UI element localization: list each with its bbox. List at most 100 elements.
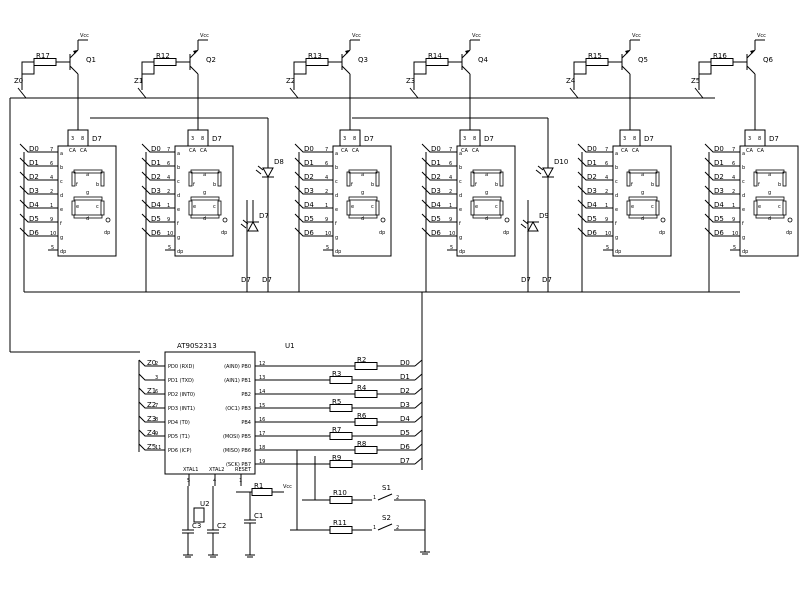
- switch-lever: [377, 493, 393, 501]
- pin-letter: b: [615, 165, 618, 171]
- segment-wire: [577, 171, 613, 181]
- resistor-label: R2: [357, 356, 366, 364]
- mcu-net-label: Z1: [147, 387, 156, 395]
- pin-number: 1: [605, 203, 608, 209]
- mcu-pin-number: 12: [259, 361, 265, 367]
- pin-letter: dp: [177, 249, 183, 255]
- mcu-pin-name: (MISO) PB6: [223, 448, 251, 454]
- pin-letter: e: [459, 207, 462, 213]
- mcu-pin-number: 17: [259, 431, 265, 437]
- data-resistor: [329, 432, 353, 440]
- data-resistor: [329, 460, 353, 468]
- d-line-label: D4: [304, 201, 314, 209]
- seven-segment-display: [456, 145, 516, 257]
- pin-letter: f: [459, 221, 461, 227]
- pin-letter: dp: [60, 249, 66, 255]
- segment-wire: [19, 143, 58, 153]
- decimal-point: [105, 217, 111, 223]
- segment-letter: a: [768, 172, 771, 178]
- pin-number: 6: [732, 161, 735, 167]
- mcu-pin-number: 18: [259, 445, 265, 451]
- segment: [782, 200, 787, 216]
- segment-letter: b: [778, 182, 781, 188]
- transistor-collector: [621, 65, 631, 75]
- data-resistor: [354, 362, 378, 370]
- mcu-pin-number: 13: [259, 375, 265, 381]
- pin-number: 1: [325, 203, 328, 209]
- d-line-label: D4: [714, 201, 724, 209]
- com-pin-number: 3: [343, 136, 346, 142]
- pin-letter: e: [335, 207, 338, 213]
- segment-letter: b: [371, 182, 374, 188]
- segment: [348, 169, 378, 174]
- seven-segment-display: [57, 145, 117, 257]
- mcu-wire: [138, 443, 165, 451]
- pin-number: 6: [449, 161, 452, 167]
- mcu-pin-name: (AIN0) PB0: [224, 364, 251, 370]
- pin-letter: f: [60, 221, 62, 227]
- pin-letter: d: [177, 193, 180, 199]
- segment-wire: [294, 213, 333, 223]
- base-wire: [413, 61, 426, 90]
- segment-wire: [577, 143, 613, 153]
- pin-letter: b: [742, 165, 745, 171]
- segment: [628, 169, 658, 174]
- transistor-label: Q4: [478, 56, 489, 64]
- segment-wire: [704, 213, 740, 223]
- segment-wire: [141, 157, 175, 167]
- common-anode-pins: [619, 129, 641, 147]
- segment: [470, 200, 475, 216]
- mcu-pin-name: (AIN1) PB1: [224, 378, 251, 384]
- segment: [626, 171, 631, 187]
- segment-letter: b: [495, 182, 498, 188]
- resistor-label: R16: [713, 52, 727, 60]
- data-net-label: D5: [400, 429, 410, 437]
- data-resistor: [354, 446, 378, 454]
- pin-number: 6: [50, 161, 53, 167]
- segment-letter: f: [76, 182, 78, 188]
- segment-wire: [294, 227, 333, 237]
- com-label: CA: [189, 148, 196, 154]
- switch-pin: 2: [396, 495, 399, 501]
- led-arrow: [257, 165, 264, 171]
- data-net-label: D0: [400, 359, 410, 367]
- pin-letter: g: [742, 235, 745, 241]
- d7-label: D7: [92, 135, 102, 143]
- mcu-net-label: Z0: [147, 359, 156, 367]
- crystal-label: U2: [200, 500, 210, 508]
- segment-letter: c: [213, 204, 216, 210]
- pin-number: 4: [325, 175, 328, 181]
- pin-number: 5: [326, 245, 329, 251]
- com-label: CA: [200, 148, 207, 154]
- z-net-label: Z5: [691, 77, 700, 85]
- segment-letter: b: [651, 182, 654, 188]
- base-wire: [698, 62, 712, 90]
- pin-letter: b: [459, 165, 462, 171]
- segment: [755, 196, 785, 201]
- segment: [346, 200, 351, 216]
- pin-number: 2: [50, 189, 53, 195]
- transistor-collector: [69, 65, 79, 75]
- d-line-label: D4: [151, 201, 161, 209]
- d7-label: D7: [644, 135, 654, 143]
- segment-letter: a: [485, 172, 488, 178]
- d-line-label: D0: [304, 145, 314, 153]
- com-label: CA: [621, 148, 628, 154]
- segment: [71, 171, 76, 187]
- base-resistor: [585, 58, 609, 66]
- pin-letter: e: [60, 207, 63, 213]
- emitter-arrow: [750, 50, 754, 54]
- mcu-pin-number: 4: [213, 478, 216, 484]
- com-pin-number: 3: [748, 136, 751, 142]
- resistor-label: R15: [588, 52, 602, 60]
- segment: [346, 171, 351, 187]
- mcu-pin-name: (OC1) PB3: [225, 406, 251, 412]
- led-arrow: [535, 169, 542, 175]
- mcu-pin-number: 16: [259, 417, 265, 423]
- segment: [348, 196, 378, 201]
- segment-letter: f: [758, 182, 760, 188]
- segment: [348, 214, 378, 219]
- segment-wire: [577, 199, 613, 209]
- segment-letter: e: [631, 204, 634, 210]
- data-net-label: D2: [400, 387, 410, 395]
